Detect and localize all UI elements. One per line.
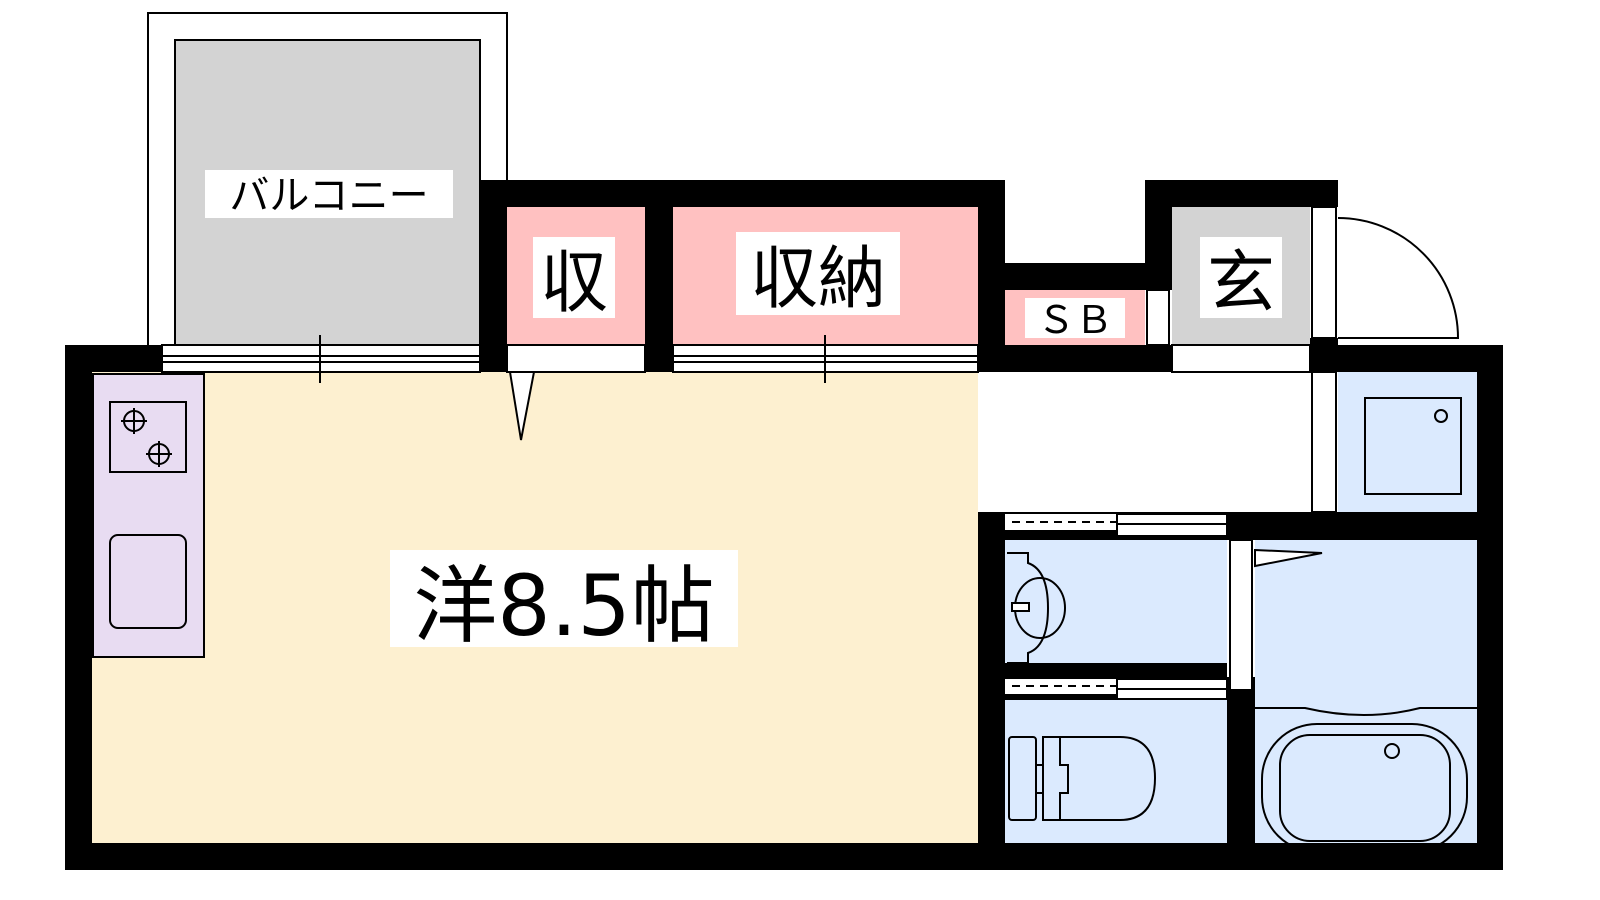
toilet-sliding-door[interactable] (1005, 677, 1228, 700)
storage-doors[interactable] (506, 335, 979, 441)
shoe-box-label: ＳＢ (1037, 298, 1113, 342)
kitchen (92, 373, 205, 658)
storage-small-label: 収 (540, 244, 608, 323)
balcony: バルコニー (147, 12, 508, 354)
entrance-door[interactable] (1311, 206, 1460, 339)
washroom-sliding-door[interactable] (1005, 513, 1228, 537)
kitchen-sink (109, 534, 187, 629)
bath-door[interactable] (1254, 548, 1323, 568)
storage-small: 収 (507, 207, 645, 345)
entrance: 玄 (1171, 207, 1311, 373)
burner-icon (121, 408, 172, 467)
shoe-box: ＳＢ (1005, 289, 1170, 346)
storage: 収納 (673, 207, 978, 345)
bathroom (1254, 540, 1477, 853)
washroom (1005, 539, 1253, 691)
entrance-label: 玄 (1207, 244, 1275, 323)
balcony-window[interactable] (161, 335, 481, 383)
storage-label: 収納 (750, 240, 886, 319)
stove (109, 401, 187, 473)
balcony-label: バルコニー (229, 173, 428, 219)
main-room-label: 洋8.5帖 (413, 557, 715, 655)
washing-machine-space (1311, 371, 1477, 513)
toilet (1005, 700, 1227, 843)
